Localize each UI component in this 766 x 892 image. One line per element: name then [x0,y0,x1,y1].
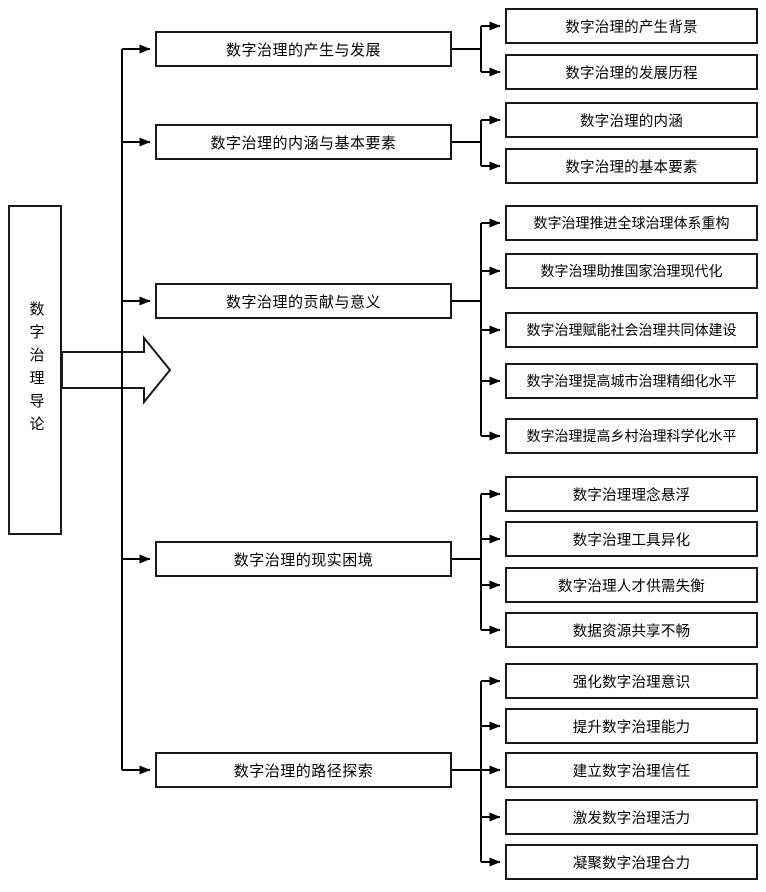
leaf-node-3-4-label: 数字治理提高城市治理精细化水平 [526,375,737,390]
leaf-node-4-4-label: 数据资源共享不畅 [572,623,691,640]
leaf-node-5-2[interactable]: 提升数字治理能力 [505,708,758,744]
branch-node-1[interactable]: 数字治理的产生与发展 [155,31,452,67]
group-2-connectors [452,115,501,171]
leaf-node-4-4[interactable]: 数据资源共享不畅 [505,612,758,648]
leaf-node-5-5[interactable]: 凝聚数字治理合力 [505,844,758,880]
leaf-node-1-1-label: 数字治理的产生背景 [565,19,698,36]
leaf-node-4-3[interactable]: 数字治理人才供需失衡 [505,567,758,603]
leaf-node-5-1-label: 强化数字治理意识 [572,674,691,691]
leaf-node-3-1-label: 数字治理推进全球治理体系重构 [533,217,730,232]
leaf-node-5-5-label: 凝聚数字治理合力 [572,855,691,872]
leaf-node-3-4[interactable]: 数字治理提高城市治理精细化水平 [505,363,758,399]
group-4-connectors [452,489,501,635]
branch-node-5-label: 数字治理的路径探索 [233,763,374,780]
branch-node-3-label: 数字治理的贡献与意义 [225,294,381,311]
leaf-node-3-3-label: 数字治理赋能社会治理共同体建设 [526,324,737,339]
group-1-connectors [452,21,501,77]
trunk-branch-arrows [122,44,151,775]
branch-node-5[interactable]: 数字治理的路径探索 [155,752,452,788]
leaf-node-5-3[interactable]: 建立数字治理信任 [505,752,758,788]
leaf-node-2-2-label: 数字治理的基本要素 [565,159,698,176]
leaf-node-5-3-label: 建立数字治理信任 [572,763,691,780]
leaf-node-1-1[interactable]: 数字治理的产生背景 [505,8,758,44]
leaf-node-1-2[interactable]: 数字治理的发展历程 [505,54,758,90]
leaf-node-3-1[interactable]: 数字治理推进全球治理体系重构 [505,205,758,241]
leaf-node-4-1-label: 数字治理理念悬浮 [572,487,691,504]
branch-node-2[interactable]: 数字治理的内涵与基本要素 [155,124,452,160]
leaf-node-3-3[interactable]: 数字治理赋能社会治理共同体建设 [505,312,758,348]
root-node[interactable]: 数字治理导论 [8,205,62,535]
leaf-node-5-1[interactable]: 强化数字治理意识 [505,663,758,699]
leaf-node-4-2[interactable]: 数字治理工具异化 [505,521,758,557]
root-block-arrow [61,335,172,405]
leaf-node-1-2-label: 数字治理的发展历程 [565,65,698,82]
leaf-node-3-2-label: 数字治理助推国家治理现代化 [540,265,723,280]
branch-node-4[interactable]: 数字治理的现实困境 [155,541,452,577]
root-node-label: 数字治理导论 [27,301,44,439]
branch-node-1-label: 数字治理的产生与发展 [225,42,381,59]
leaf-node-4-1[interactable]: 数字治理理念悬浮 [505,476,758,512]
group-5-connectors [452,676,501,867]
leaf-node-2-1[interactable]: 数字治理的内涵 [505,102,758,138]
leaf-node-2-2[interactable]: 数字治理的基本要素 [505,148,758,184]
branch-node-4-label: 数字治理的现实困境 [233,552,374,569]
leaf-node-3-5[interactable]: 数字治理提高乡村治理科学化水平 [505,418,758,454]
leaf-node-5-2-label: 提升数字治理能力 [572,719,691,736]
branch-node-2-label: 数字治理的内涵与基本要素 [210,135,397,152]
branch-node-3[interactable]: 数字治理的贡献与意义 [155,283,452,319]
leaf-node-5-4-label: 激发数字治理活力 [572,810,691,827]
leaf-node-4-3-label: 数字治理人才供需失衡 [558,578,705,595]
leaf-node-2-1-label: 数字治理的内涵 [580,113,683,130]
leaf-node-4-2-label: 数字治理工具异化 [572,532,691,549]
leaf-node-3-5-label: 数字治理提高乡村治理科学化水平 [526,430,737,445]
group-3-connectors [452,218,501,441]
leaf-node-5-4[interactable]: 激发数字治理活力 [505,799,758,835]
leaf-node-3-2[interactable]: 数字治理助推国家治理现代化 [505,253,758,289]
